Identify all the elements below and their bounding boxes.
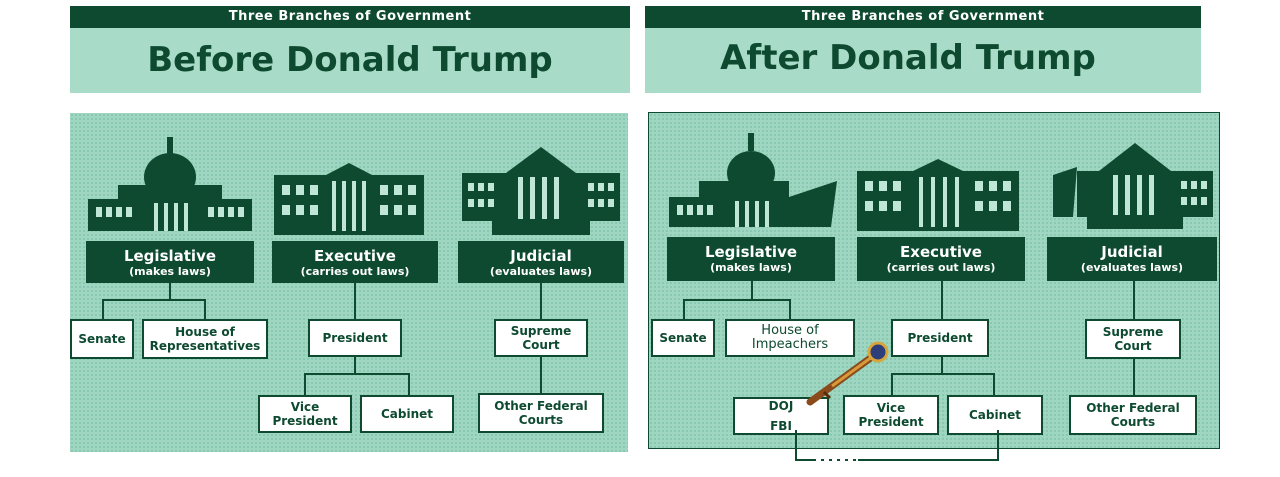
president-box: President: [308, 319, 402, 357]
branch-title: Judicial: [1101, 243, 1163, 261]
other-courts-box: Other Federal Courts: [478, 393, 604, 433]
right-heading-panel: After Donald Trump: [645, 28, 1201, 93]
branch-executive: Executive (carries out laws): [857, 237, 1025, 281]
branch-title: Executive: [314, 247, 396, 265]
fbi-label: FBI: [770, 419, 792, 433]
branch-judicial: Judicial (evaluates laws): [458, 241, 624, 283]
president-box: President: [891, 319, 989, 357]
cabinet-box: Cabinet: [947, 395, 1043, 435]
supreme-court-icon: [1053, 143, 1213, 229]
branch-subtitle: (makes laws): [710, 261, 792, 274]
capitol-icon: [669, 133, 837, 227]
branch-subtitle: (evaluates laws): [489, 265, 593, 278]
branch-executive: Executive (carries out laws): [272, 241, 438, 283]
right-banner: Three Branches of Government: [645, 6, 1201, 28]
white-house-icon: [274, 163, 424, 235]
cabinet-box: Cabinet: [360, 395, 454, 433]
left-heading: Before Donald Trump: [147, 40, 553, 80]
branch-subtitle: (makes laws): [129, 265, 211, 278]
supreme-court-box: Supreme Court: [494, 319, 588, 357]
branch-title: Legislative: [123, 247, 217, 265]
vice-president-box: Vice President: [258, 395, 352, 433]
left-panel: Three Branches of Government Before Dona…: [70, 6, 630, 452]
branch-subtitle: (carries out laws): [886, 261, 996, 274]
connector-bracket: [795, 430, 999, 461]
branch-title: Judicial: [510, 247, 572, 265]
left-banner: Three Branches of Government: [70, 6, 630, 28]
branch-legislative: Legislative (makes laws): [667, 237, 835, 281]
right-diagram: Legislative (makes laws) Executive (carr…: [648, 112, 1220, 449]
house-box: House of Impeachers: [725, 319, 855, 357]
branch-legislative: Legislative (makes laws): [86, 241, 254, 283]
senate-box: Senate: [70, 319, 134, 359]
right-heading: After Donald Trump: [720, 38, 1096, 78]
branch-title: Legislative: [704, 243, 798, 261]
branch-subtitle: (evaluates laws): [1080, 261, 1184, 274]
branch-title: Executive: [900, 243, 982, 261]
left-diagram: Legislative (makes laws) Executive (carr…: [70, 113, 628, 452]
senate-box: Senate: [651, 319, 715, 357]
branch-judicial: Judicial (evaluates laws): [1047, 237, 1217, 281]
capitol-icon: [88, 137, 252, 231]
house-box: House of Representatives: [142, 319, 268, 359]
vice-president-box: Vice President: [843, 395, 939, 435]
supreme-court-box: Supreme Court: [1085, 319, 1181, 359]
branch-subtitle: (carries out laws): [300, 265, 410, 278]
supreme-court-icon: [462, 147, 620, 235]
doj-label: DOJ: [768, 399, 794, 413]
other-courts-box: Other Federal Courts: [1069, 395, 1197, 435]
telescope-icon: [806, 341, 889, 406]
white-house-icon: [857, 159, 1019, 231]
left-heading-panel: Before Donald Trump: [70, 28, 630, 93]
right-panel: Three Branches of Government After Donal…: [640, 0, 1280, 477]
